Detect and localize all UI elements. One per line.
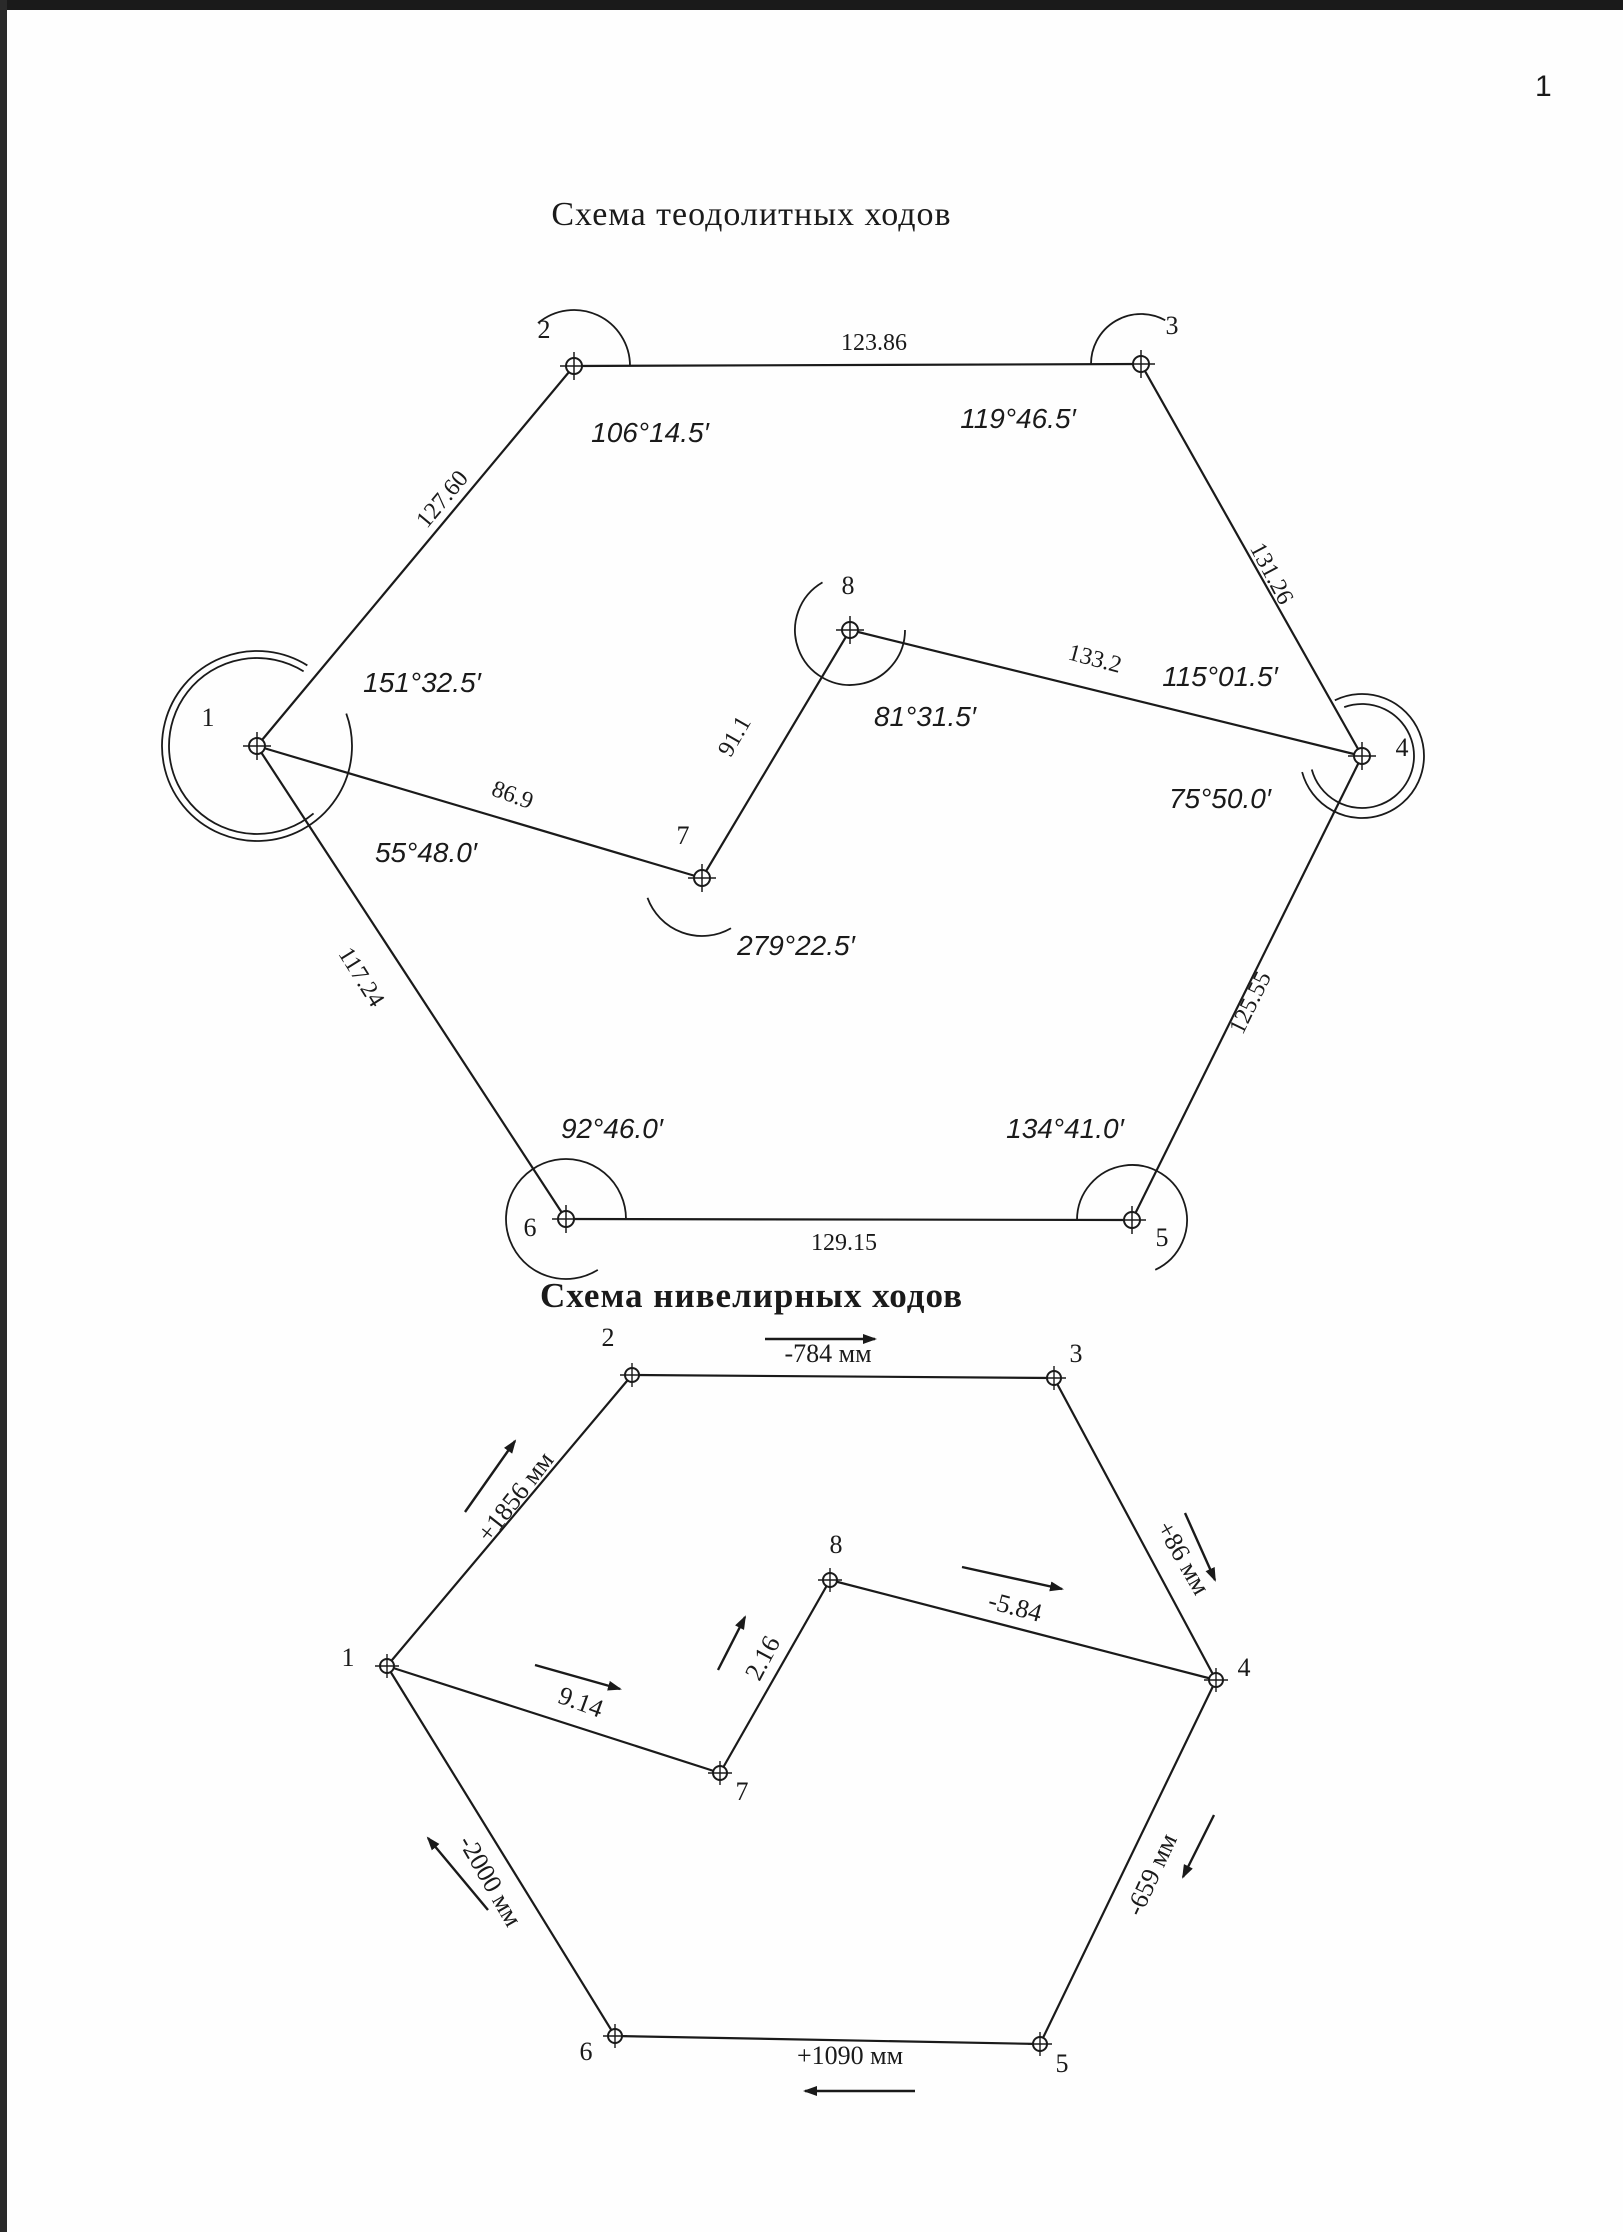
angle-arc [794,581,906,686]
benchmark-marker-2 [620,1363,644,1387]
station-number: 7 [677,821,690,850]
traverse-side-5-6 [565,1217,1133,1222]
theodolite-traverse: 127.60123.86131.26125.55129.15117.2486.9… [161,309,1425,1280]
benchmark-number: 7 [736,1777,749,1806]
traverse-side-2-3 [573,362,1142,368]
station-number: 5 [1156,1223,1169,1252]
side-length-label: 133.2 [1065,640,1124,679]
leveling-section-7-8 [719,1579,831,1774]
benchmark-marker-8 [818,1568,842,1592]
angle-arc [505,1158,627,1280]
station-number: 8 [842,571,855,600]
station-number: 2 [538,315,551,344]
traverse-side-1-7 [256,744,703,880]
angle-label: 81°31.5′ [874,701,978,732]
benchmark-marker-4 [1204,1668,1228,1692]
side-length-label: 91.1 [713,712,757,761]
side-length-label: 131.26 [1244,538,1298,608]
angle-label: 119°46.5′ [960,403,1077,434]
side-length-label: 129.15 [811,1230,877,1256]
traverse-side-3-4 [1140,363,1363,757]
height-difference-label: +1090 мм [797,2041,903,2070]
station-number: 1 [202,703,215,732]
station-number: 6 [524,1213,537,1242]
angle-arc [537,309,631,367]
angle-label: 279°22.5′ [736,930,856,961]
traverse-side-1-2 [256,365,575,747]
benchmark-marker-5 [1028,2032,1052,2056]
benchmark-number: 5 [1056,2049,1069,2078]
benchmark-marker-1 [375,1654,399,1678]
angle-arc [1301,693,1425,819]
height-difference-label: +1856 мм [471,1446,559,1547]
direction-arrow [426,1836,489,1911]
side-length-label: 86.9 [488,776,536,815]
angle-arc [168,657,315,835]
direction-arrow [464,1439,517,1513]
angle-label: 134°41.0′ [1006,1113,1125,1144]
direction-arrow [534,1663,622,1691]
angle-label: 92°46.0′ [561,1113,665,1144]
direction-arrow [716,1615,747,1671]
direction-arrow [1181,1814,1216,1879]
leveling-section-4-5 [1039,1679,1217,2045]
leveling-title: Схема нивелирных ходов [540,1276,963,1315]
station-number: 3 [1166,311,1179,340]
leveling-section-2-3 [631,1373,1055,1380]
traverse-side-6-1 [256,745,567,1220]
leveling-section-3-4 [1053,1377,1217,1681]
direction-arrow [961,1565,1064,1592]
station-marker-3 [1127,350,1155,378]
station-marker-2 [560,352,588,380]
angle-arc [1090,313,1166,365]
station-marker-5 [1118,1206,1146,1234]
leveling-section-1-2 [386,1374,633,1667]
traverse-side-4-5 [1131,755,1363,1221]
height-difference-label: 2.16 [739,1631,786,1685]
benchmark-number: 4 [1238,1653,1251,1682]
angle-arc [1076,1164,1188,1271]
direction-arrow [1183,1512,1217,1582]
station-marker-1 [243,732,271,760]
angle-arc [161,650,353,842]
scan-top-edge [0,0,1623,10]
scan-left-edge [0,0,7,2232]
benchmark-marker-3 [1042,1366,1066,1390]
page-mark: 1 [1535,70,1552,103]
leveling-traverse: +1856 мм-784 мм+86 мм-659 мм+1090 мм-200… [342,1323,1251,2096]
station-marker-6 [552,1205,580,1233]
side-length-label: 117.24 [333,943,390,1012]
angle-label: 75°50.0′ [1169,783,1273,814]
side-length-label: 125.55 [1225,968,1277,1039]
height-difference-label: 9.14 [555,1681,608,1724]
angle-arc [646,897,732,937]
benchmark-number: 1 [342,1643,355,1672]
angle-label: 55°48.0′ [375,837,479,868]
benchmark-number: 8 [830,1530,843,1559]
leveling-section-8-4 [829,1578,1217,1682]
angle-label: 151°32.5′ [363,667,482,698]
benchmark-number: 3 [1070,1339,1083,1368]
angle-label: 106°14.5′ [591,417,710,448]
benchmark-marker-6 [603,2024,627,2048]
station-marker-7 [688,864,716,892]
height-difference-label: -659 мм [1120,1829,1183,1920]
leveling-section-6-1 [386,1665,616,2037]
station-marker-4 [1348,742,1376,770]
leveling-section-5-6 [614,2034,1041,2046]
benchmark-number: 2 [602,1323,615,1352]
side-length-label: 123.86 [841,330,907,356]
traverse-side-8-4 [849,628,1363,758]
benchmark-marker-7 [708,1761,732,1785]
angle-arc [1310,703,1415,809]
station-marker-8 [836,616,864,644]
station-number: 4 [1396,733,1409,762]
benchmark-number: 6 [580,2037,593,2066]
traverse-side-7-8 [701,629,851,879]
angle-label: 115°01.5′ [1162,661,1279,692]
leveling-section-1-7 [386,1664,721,1775]
height-difference-label: -784 мм [784,1339,871,1368]
theodolite-title: Схема теодолитных ходов [551,196,952,233]
